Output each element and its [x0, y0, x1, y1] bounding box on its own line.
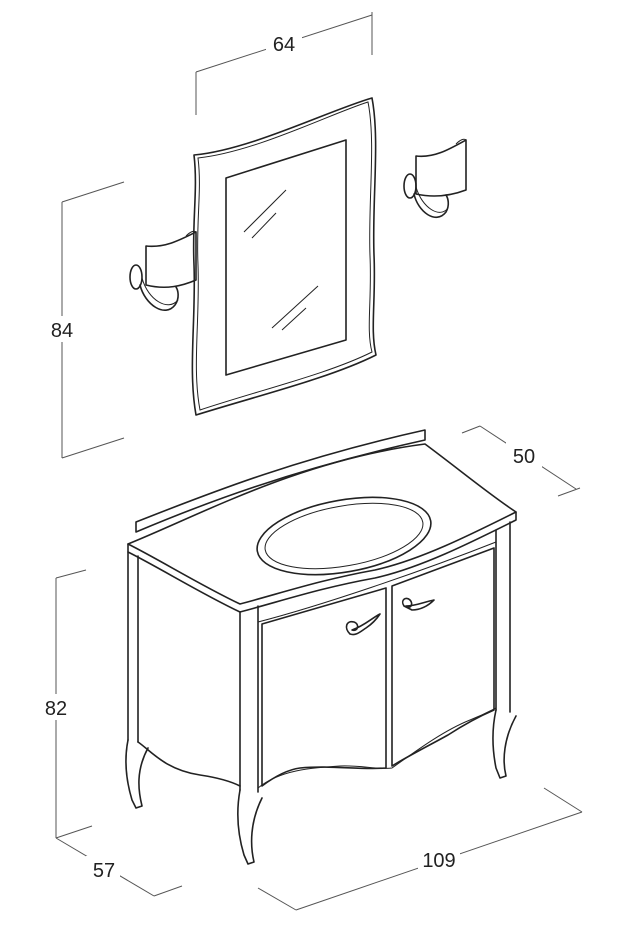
dim-cabinet-depth: 57: [55, 837, 183, 897]
rear-left-leg: [125, 739, 149, 809]
front-top-rail: [257, 541, 497, 623]
sink-bowl-inner: [264, 502, 424, 570]
right-leg: [492, 709, 517, 779]
label-top-depth: 50: [513, 446, 535, 468]
mirror-frame-outer: [191, 97, 377, 416]
dim-cabinet-width: 109: [257, 787, 583, 911]
lamp-arm-inner: [415, 186, 449, 213]
backsplash: [135, 429, 426, 533]
sink-bowl-outer: [256, 496, 432, 576]
left-door: [261, 587, 387, 787]
right-wall-lamp: [403, 138, 467, 218]
glass-reflection: [281, 307, 307, 331]
vanity-top: [127, 429, 517, 613]
label-cabinet-depth: 57: [93, 860, 115, 882]
dim-tick: [153, 885, 183, 897]
countertop-edge: [127, 511, 517, 613]
lamp-arm: [413, 193, 450, 218]
vanity-cabinet: [125, 521, 517, 865]
glass-reflection: [271, 285, 319, 329]
mirror-frame-inner-edge: [195, 101, 373, 411]
label-cabinet-width: 109: [422, 850, 455, 872]
label-mirror-height: 84: [51, 320, 73, 342]
dim-tick: [461, 425, 481, 434]
glass-reflection: [243, 189, 287, 233]
dim-tick: [61, 181, 125, 203]
lamp-shade-fold: [455, 138, 467, 145]
countertop-surface: [127, 443, 517, 605]
mirror-glass: [225, 139, 347, 376]
lamp-arm: [139, 284, 179, 311]
dim-tick: [257, 887, 297, 911]
lamp-wall-plate: [129, 264, 143, 290]
dim-tick: [55, 569, 87, 579]
label-mirror-width: 64: [273, 34, 295, 56]
front-left-leg: [237, 789, 263, 865]
lamp-arm-inner: [141, 277, 179, 306]
right-door-handle: [401, 597, 435, 611]
dim-cabinet-height: 82: [40, 569, 93, 839]
dim-tick: [55, 825, 93, 839]
left-door-handle: [345, 613, 381, 636]
mirror: [191, 97, 377, 416]
side-apron: [137, 741, 241, 787]
lamp-shade: [415, 139, 467, 197]
dim-tick: [61, 437, 125, 459]
left-wall-lamp: [129, 230, 197, 311]
lamp-wall-plate: [403, 173, 417, 199]
glass-reflection: [251, 212, 277, 239]
label-cabinet-height: 82: [45, 698, 67, 720]
lamp-shade-fold: [185, 230, 197, 237]
dim-mirror-height: 84: [46, 181, 125, 459]
front-apron: [257, 707, 497, 789]
dim-tick: [557, 487, 581, 497]
dim-mirror-width: 64: [195, 12, 373, 115]
lamp-shade: [145, 231, 197, 288]
dim-top-depth: 50: [461, 425, 581, 497]
dim-tick: [543, 787, 583, 813]
